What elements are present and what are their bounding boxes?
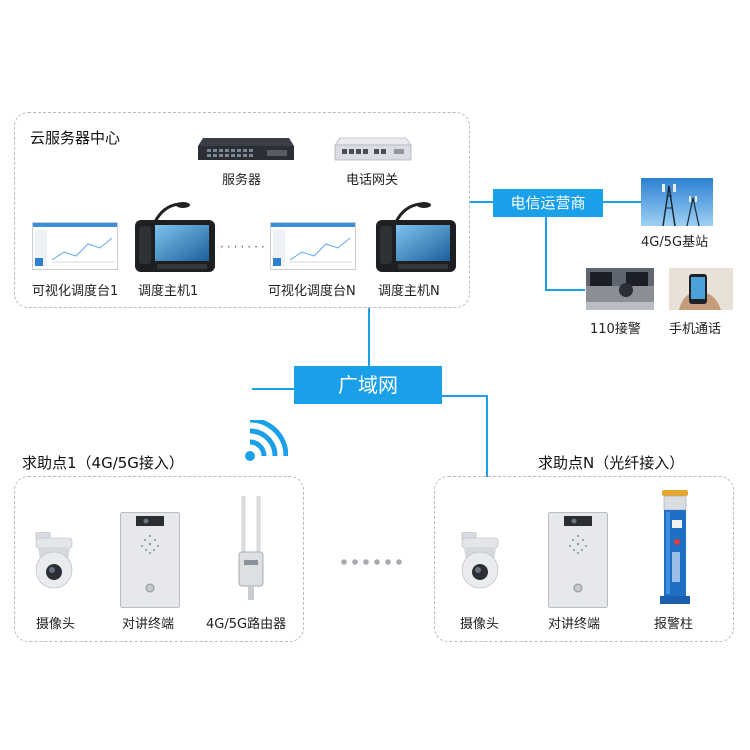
wan-tag: 广域网	[294, 366, 442, 404]
cloud-ellipsis: ·······	[220, 240, 268, 254]
hp1-router-label: 4G/5G路由器	[206, 613, 286, 632]
base-station-icon	[641, 178, 713, 226]
monitor-icon	[32, 222, 118, 270]
help-point-n-title: 求助点N（光纤接入）	[538, 452, 684, 473]
hpn-intercom-label: 对讲终端	[548, 613, 600, 632]
router-icon	[236, 496, 266, 608]
hostN-label: 调度主机N	[378, 280, 440, 299]
police-label: 110接警	[590, 318, 641, 337]
wan-to-left-line	[252, 388, 294, 390]
hp1-camera-label: 摄像头	[36, 613, 75, 632]
desk-phone-icon	[374, 202, 458, 274]
server-icon	[197, 134, 295, 164]
console1-label: 可视化调度台1	[32, 280, 118, 299]
intercom-icon	[548, 512, 608, 608]
camera-icon	[458, 532, 502, 590]
cloud-to-wan-line	[368, 308, 370, 366]
wifi-icon	[236, 420, 288, 464]
consoleN-label: 可视化调度台N	[268, 280, 356, 299]
cloud-to-telecom-line	[470, 201, 494, 203]
cloud-center-title: 云服务器中心	[30, 127, 120, 148]
telecom-to-base-line	[603, 201, 641, 203]
phone-icon	[669, 268, 733, 310]
gateway-label: 电话网关	[346, 169, 398, 188]
host1-label: 调度主机1	[138, 280, 198, 299]
server-label: 服务器	[222, 169, 261, 188]
middle-dots	[340, 558, 402, 566]
wan-to-right-h-line	[442, 395, 487, 397]
police-icon	[586, 268, 654, 310]
hpn-camera-label: 摄像头	[460, 613, 499, 632]
telecom-tag: 电信运营商	[493, 189, 603, 217]
alarm-post-icon	[656, 490, 696, 610]
telecom-to-police-line	[545, 289, 585, 291]
camera-icon	[32, 532, 76, 590]
telecom-vertical-line	[545, 217, 547, 290]
hpn-alarm-post-label: 报警柱	[654, 613, 693, 632]
wan-to-right-v-line	[486, 395, 488, 477]
phone-label: 手机通话	[669, 318, 721, 337]
help-point-1-title: 求助点1（4G/5G接入）	[22, 452, 184, 473]
base-station-label: 4G/5G基站	[641, 231, 708, 250]
gateway-icon	[334, 134, 412, 164]
monitor-icon	[270, 222, 356, 270]
intercom-icon	[120, 512, 180, 608]
hp1-intercom-label: 对讲终端	[122, 613, 174, 632]
desk-phone-icon	[133, 202, 217, 274]
